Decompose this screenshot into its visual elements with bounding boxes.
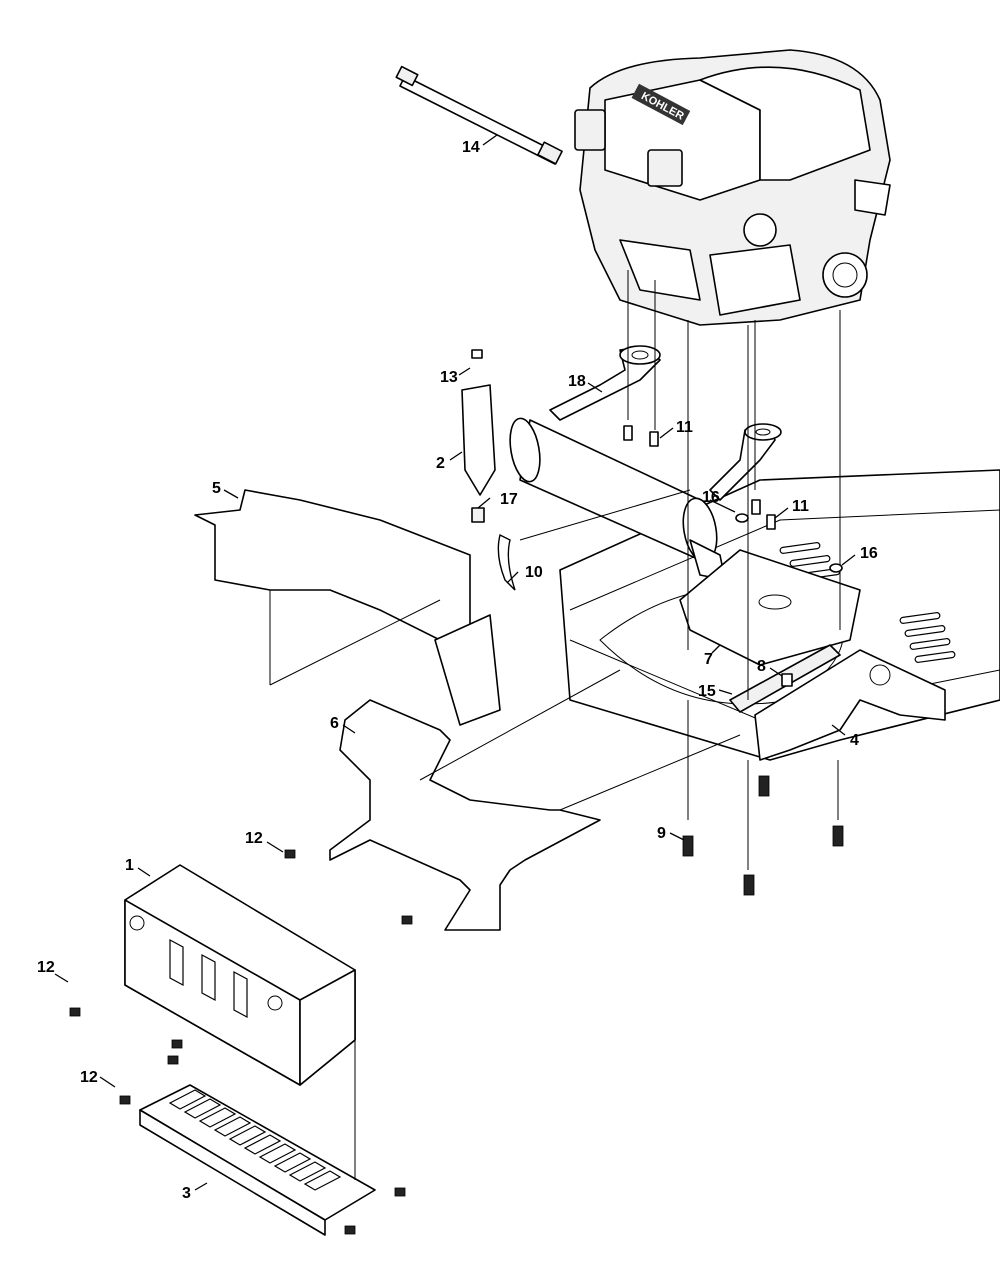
callout-4: 4 [850, 732, 859, 749]
heat-shield-5 [194, 489, 501, 726]
dipstick-tube [395, 65, 563, 165]
callout-18: 18 [568, 373, 586, 390]
callout-labels: 14 13 18 2 5 17 10 11 16 11 16 7 8 15 4 … [37, 139, 878, 1202]
callout-5: 5 [212, 480, 221, 497]
leader-lines [54, 134, 856, 1191]
engine-assembly: KOHLER [574, 49, 891, 326]
callout-9: 9 [657, 825, 666, 842]
heat-plate [679, 549, 861, 666]
callout-1: 1 [125, 857, 134, 874]
callout-12-bottom: 12 [80, 1069, 98, 1086]
callout-16-left: 16 [702, 489, 720, 506]
callout-11-upper: 11 [676, 419, 693, 436]
shield-6 [329, 699, 601, 931]
callout-10: 10 [525, 564, 543, 581]
callout-7: 7 [704, 651, 713, 668]
callout-13: 13 [440, 369, 458, 386]
bracket-4 [754, 649, 946, 761]
callout-8: 8 [757, 658, 766, 675]
callout-11-lower: 11 [792, 498, 809, 515]
callout-14: 14 [462, 139, 480, 156]
shield-1 [124, 864, 356, 1086]
callout-12-left: 12 [37, 959, 55, 976]
callout-17: 17 [500, 491, 518, 508]
callout-16-right: 16 [860, 545, 878, 562]
fasteners [69, 349, 844, 1235]
callout-6: 6 [330, 715, 339, 732]
callout-15: 15 [698, 683, 716, 700]
bracket-2 [461, 384, 496, 496]
alignment-lines [354, 270, 841, 1180]
callout-12-middle: 12 [245, 830, 263, 847]
clip-10 [497, 533, 516, 591]
guard-3 [139, 1084, 376, 1236]
callout-2: 2 [436, 455, 445, 472]
muffler [509, 345, 782, 581]
callout-3: 3 [182, 1185, 191, 1202]
guard-slots [168, 1089, 342, 1191]
